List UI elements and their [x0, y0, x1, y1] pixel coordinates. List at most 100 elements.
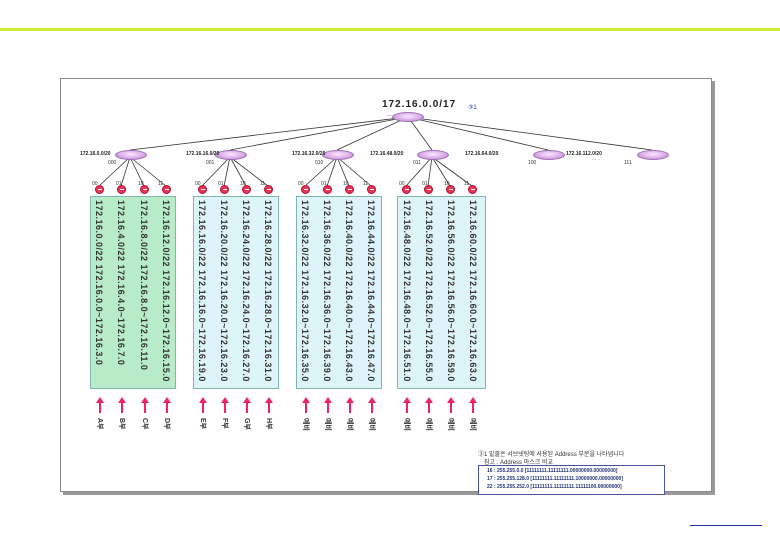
- node-icon: [162, 185, 171, 194]
- node-icon: [424, 185, 433, 194]
- address-range-column: 172.16.0.0/22 172.16.0.0~172.16.3.0: [94, 200, 104, 366]
- up-arrow-icon: [368, 397, 376, 413]
- address-range-column: 172.16.60.0/22 172.16.60.0~172.16.63.0: [468, 200, 478, 382]
- router-icon-subnet-48: [417, 150, 449, 160]
- leaf-bits: 00: [195, 181, 201, 187]
- up-arrow-icon: [221, 397, 229, 413]
- address-range-column: 172.16.20.0/22 172.16.20.0~172.16.23.0: [219, 200, 229, 382]
- subnet-bits: 100: [528, 160, 537, 166]
- router-icon-subnet-64: [533, 150, 565, 160]
- address-block-abcd: [90, 196, 176, 389]
- address-range-column: 172.16.40.0/22 172.16.40.0~172.16.43.0: [344, 200, 354, 382]
- address-range-column: 172.16.48.0/22 172.16.48.0~172.16.51.0: [402, 200, 412, 382]
- up-arrow-icon: [469, 397, 477, 413]
- root-router-icon: [392, 112, 424, 122]
- department-label: H부: [265, 418, 272, 430]
- subnet-bits: 001: [206, 160, 215, 166]
- address-range-column: 172.16.44.0/22 172.16.44.0~172.16.47.0: [366, 200, 376, 382]
- mask-row: 17 : 255.255.128.0 [11111111.11111111.10…: [487, 476, 623, 482]
- leaf-bits: 11: [158, 181, 164, 187]
- department-label: 예비: [368, 418, 375, 431]
- subnet-label: 172.16.0.0/20: [80, 151, 111, 157]
- node-icon: [301, 185, 310, 194]
- footnote-marker: ③1: [468, 105, 477, 111]
- department-label: 예비: [324, 418, 331, 431]
- node-icon: [402, 185, 411, 194]
- mask-row: 22 : 255.255.252.0 [11111111.11111111.11…: [487, 484, 622, 490]
- leaf-bits: 01: [321, 181, 327, 187]
- up-arrow-icon: [324, 397, 332, 413]
- address-block-efgh: [193, 196, 279, 389]
- header-accent-line: [0, 28, 780, 31]
- router-icon-subnet-0: [115, 150, 147, 160]
- up-arrow-icon: [163, 397, 171, 413]
- address-range-column: 172.16.28.0/22 172.16.28.0~172.16.31.0: [263, 200, 273, 382]
- router-icon-subnet-16: [215, 150, 247, 160]
- root-network-label: 172.16.0.0/17: [382, 99, 457, 110]
- department-label: D부: [163, 418, 170, 430]
- address-range-column: 172.16.32.0/22 172.16.32.0~172.16.35.0: [300, 200, 310, 382]
- up-arrow-icon: [346, 397, 354, 413]
- leaf-bits: 00: [298, 181, 304, 187]
- up-arrow-icon: [302, 397, 310, 413]
- address-range-column: 172.16.24.0/22 172.16.24.0~172.16.27.0: [241, 200, 251, 382]
- node-icon: [367, 185, 376, 194]
- up-arrow-icon: [447, 397, 455, 413]
- node-icon: [468, 185, 477, 194]
- subnet-label: 172.16.32.0/20: [292, 151, 326, 157]
- leaf-bits: 00: [92, 181, 98, 187]
- address-range-column: 172.16.36.0/22 172.16.36.0~172.16.39.0: [322, 200, 332, 382]
- subnet-label: 172.16.112.0/20: [566, 151, 602, 157]
- address-range-column: 172.16.8.0/22 172.16.8.0~172.16.11.0: [139, 200, 149, 371]
- leaf-bits: 01: [116, 181, 122, 187]
- up-arrow-icon: [141, 397, 149, 413]
- legend-subtitle: 참고 : Address 마스크 비교: [484, 460, 553, 466]
- address-range-column: 172.16.12.0/22 172.16.12.0~172.16.15.0: [161, 200, 171, 382]
- router-icon-subnet-112: [637, 150, 669, 160]
- leaf-bits: 01: [218, 181, 224, 187]
- up-arrow-icon: [199, 397, 207, 413]
- leaf-bits: 11: [464, 181, 470, 187]
- up-arrow-icon: [118, 397, 126, 413]
- subnet-bits: 111: [624, 160, 632, 166]
- node-icon: [242, 185, 251, 194]
- up-arrow-icon: [243, 397, 251, 413]
- department-label: C부: [141, 418, 148, 430]
- subnet-bits: 011: [413, 160, 421, 166]
- address-range-column: 172.16.4.0/22 172.16.4.0~172.16.7.0: [116, 200, 126, 366]
- node-icon: [220, 185, 229, 194]
- up-arrow-icon: [403, 397, 411, 413]
- subnet-bits: 010: [315, 160, 324, 166]
- subnet-label: 172.16.64.0/20: [465, 151, 499, 157]
- leaf-bits: 10: [138, 181, 144, 187]
- node-icon: [323, 185, 332, 194]
- mask-row: 16 : 255.255.0.0 [11111111.11111111.0000…: [487, 468, 618, 474]
- department-label: E부: [199, 418, 206, 430]
- legend-title: ③1 밑줄은 서브넷팅에 사용된 Address 부분을 나타냅니다: [478, 452, 625, 458]
- address-block-reserve-2: [397, 196, 486, 389]
- leaf-bits: 11: [260, 181, 266, 187]
- subnet-bits: 000: [108, 160, 117, 166]
- node-icon: [264, 185, 273, 194]
- leaf-bits: 01: [422, 181, 428, 187]
- leaf-bits: 10: [240, 181, 246, 187]
- subnet-label: 172.16.16.0/20: [186, 151, 220, 157]
- subnet-label: 172.16.48.0/20: [370, 151, 404, 157]
- department-label: 예비: [447, 418, 454, 431]
- department-label: B부: [118, 418, 125, 430]
- leaf-bits: 00: [399, 181, 405, 187]
- leaf-bits: 10: [444, 181, 450, 187]
- node-icon: [198, 185, 207, 194]
- footer-rule: [690, 525, 762, 526]
- node-icon: [117, 185, 126, 194]
- department-label: 예비: [302, 418, 309, 431]
- department-label: 예비: [469, 418, 476, 431]
- mask-comparison-box: 16 : 255.255.0.0 [11111111.11111111.0000…: [478, 465, 665, 495]
- address-range-column: 172.16.56.0/22 172.16.56.0~172.16.59.0: [446, 200, 456, 382]
- leaf-bits: 10: [343, 181, 349, 187]
- leaf-bits: 11: [363, 181, 369, 187]
- department-label: 예비: [346, 418, 353, 431]
- node-icon: [345, 185, 354, 194]
- more-subnets-marker: · · ·: [592, 157, 600, 163]
